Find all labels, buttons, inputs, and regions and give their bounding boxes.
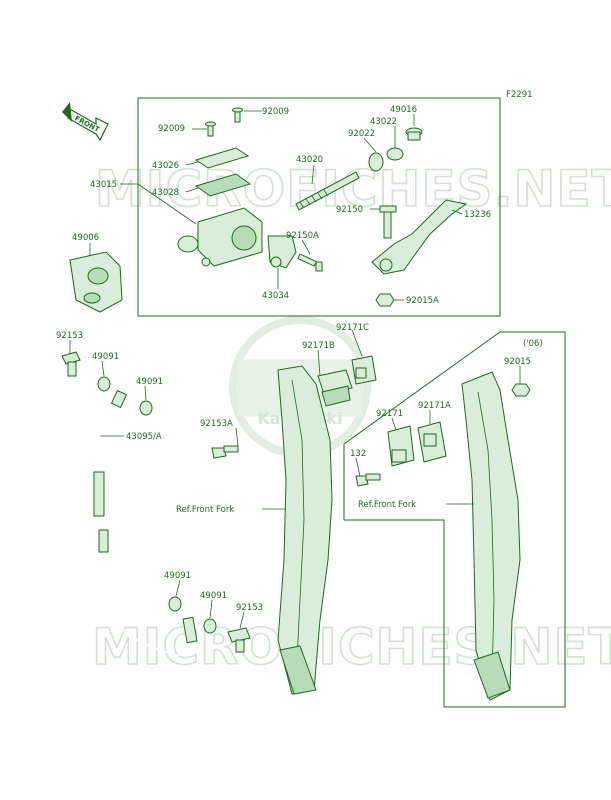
label-92150: 92150	[336, 205, 363, 215]
clamp-92171A	[417, 421, 447, 463]
bolt-92150	[379, 205, 397, 239]
label-92015A: 92015A	[406, 296, 439, 306]
label-49016: 49016	[390, 105, 417, 115]
nut-92015A	[375, 293, 395, 307]
label-49006: 49006	[72, 233, 99, 243]
watermark-top: MICROFICHES.NET	[95, 160, 611, 218]
bolt-132	[355, 473, 381, 487]
diaphragm-43028	[194, 173, 252, 197]
label-43022: 43022	[370, 117, 397, 127]
year-box	[343, 331, 566, 708]
diagram-code: F2291	[506, 90, 533, 100]
fork-guard-left	[277, 365, 333, 695]
label-43028: 43028	[152, 188, 179, 198]
banjo-bolt-92153-bottom	[227, 627, 251, 653]
washer-49091-b	[139, 400, 153, 416]
piston-assy-43020	[295, 171, 360, 211]
clamp-92171C	[351, 355, 377, 385]
bolt-92153A	[211, 445, 239, 459]
labels-top: 92009 92009 43026 43028 43015 43020 9202…	[72, 105, 491, 306]
label-43034: 43034	[262, 291, 289, 301]
label-92171B: 92171B	[302, 341, 335, 351]
front-label: FRONT	[73, 114, 101, 134]
label-49091-c: 49091	[164, 571, 191, 581]
fork-guard-right	[461, 371, 521, 701]
label-43026: 43026	[152, 161, 179, 171]
master-cylinder-box	[137, 97, 501, 317]
label-ref-front-fork-left: Ref.Front Fork	[176, 505, 234, 515]
label-43015: 43015	[90, 180, 117, 190]
label-43020: 43020	[296, 155, 323, 165]
banjo-bolt-92153-top	[61, 351, 81, 377]
label-49091-a: 49091	[92, 352, 119, 362]
label-43095A: 43095/A	[126, 432, 162, 442]
cap-43026	[194, 147, 250, 169]
screw-92009-b	[232, 107, 243, 123]
label-92015: 92015	[504, 357, 531, 367]
lever-13236	[371, 199, 468, 275]
boot-43022	[386, 147, 404, 161]
label-92171: 92171	[376, 409, 403, 419]
washer-49091-c	[168, 596, 182, 612]
label-92171C: 92171C	[336, 323, 369, 333]
label-92153-top: 92153	[56, 331, 83, 341]
master-cylinder-body-43015	[177, 207, 263, 267]
clamp-43034	[267, 235, 297, 269]
leader-lines-top	[89, 110, 463, 301]
front-arrow-icon: FRONT	[62, 102, 109, 142]
watermark-bottom: MICROFICHES.NET	[92, 618, 611, 676]
label-132: 132	[350, 449, 366, 459]
label-ref-front-fork-right: Ref.Front Fork	[358, 500, 416, 510]
washer-49091-d	[203, 618, 217, 634]
bushing-49016	[405, 127, 423, 141]
label-92009-a: 92009	[158, 124, 185, 134]
labels-bottom: 92153 49091 49091 43095/A 92153A 92171B …	[56, 323, 531, 613]
label-13236: 13236	[464, 210, 491, 220]
clamp-92171B	[317, 369, 353, 407]
guard-49006	[69, 251, 123, 313]
label-92150A: 92150A	[286, 231, 319, 241]
label-92153-bottom: 92153	[236, 603, 263, 613]
year-note: ('06)	[523, 339, 543, 349]
label-92009-b: 92009	[262, 107, 289, 117]
label-92153A: 92153A	[200, 419, 233, 429]
screw-92009-a	[205, 121, 216, 137]
nut-92015	[511, 383, 531, 397]
label-92022: 92022	[348, 129, 375, 139]
bolt-92150A	[297, 253, 323, 272]
clamp-92171	[387, 425, 415, 467]
label-49091-d: 49091	[200, 591, 227, 601]
circlip-92022	[368, 152, 384, 172]
label-49091-b: 49091	[136, 377, 163, 387]
washer-49091-a	[97, 376, 111, 392]
brake-hose-43095A	[88, 389, 198, 658]
leader-lines-bottom	[69, 329, 521, 629]
label-92171A: 92171A	[418, 401, 451, 411]
